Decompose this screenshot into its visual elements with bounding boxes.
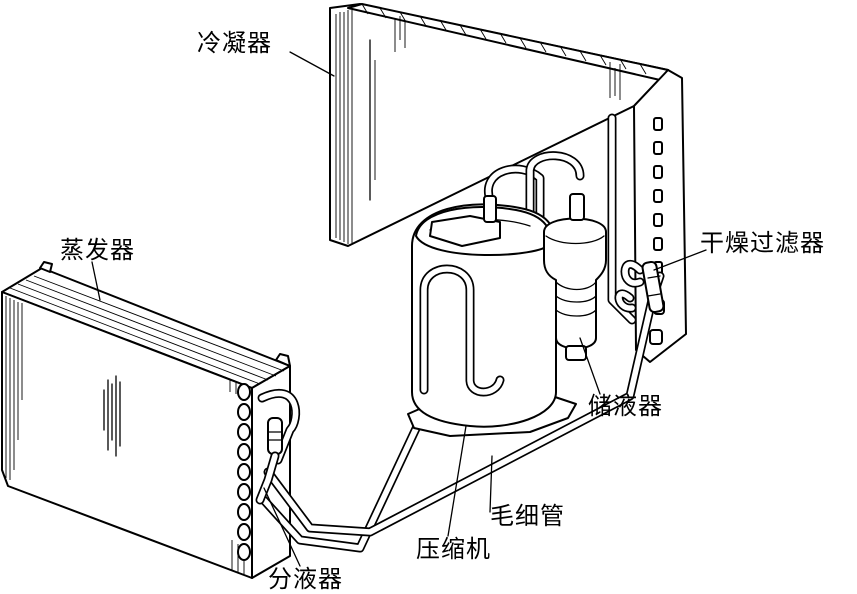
- evaporator-unit: [1, 261, 291, 579]
- distributor-leader: [263, 487, 301, 567]
- evaporator-top-fins: [9, 275, 285, 385]
- evaporator-return-bends: [237, 383, 251, 561]
- condenser-label: 冷凝器: [197, 29, 272, 57]
- dryer-filter-leader: [653, 249, 707, 271]
- compressor-leader: [447, 425, 467, 537]
- distributor: [255, 417, 283, 505]
- evaporator-label: 蒸发器: [60, 236, 135, 264]
- capillary-tube-label: 毛细管: [490, 502, 565, 530]
- evaporator-leader: [91, 261, 101, 301]
- receiver-tank: [543, 193, 607, 361]
- receiver-leader: [579, 337, 601, 395]
- dryer-filter: [641, 260, 665, 314]
- distributor-label: 分液器: [268, 565, 343, 593]
- capillary-leader: [489, 455, 493, 513]
- condenser-fins: [335, 10, 621, 244]
- condenser-leader: [289, 51, 335, 77]
- compressor-label: 压缩机: [416, 535, 491, 563]
- condenser-top-fins: [361, 3, 647, 75]
- leader-lines: [91, 51, 707, 567]
- compressor: [407, 195, 577, 437]
- receiver-label: 储液器: [588, 392, 663, 420]
- dryer-filter-label: 干燥过滤器: [700, 229, 825, 257]
- evaporator-fins: [5, 296, 245, 574]
